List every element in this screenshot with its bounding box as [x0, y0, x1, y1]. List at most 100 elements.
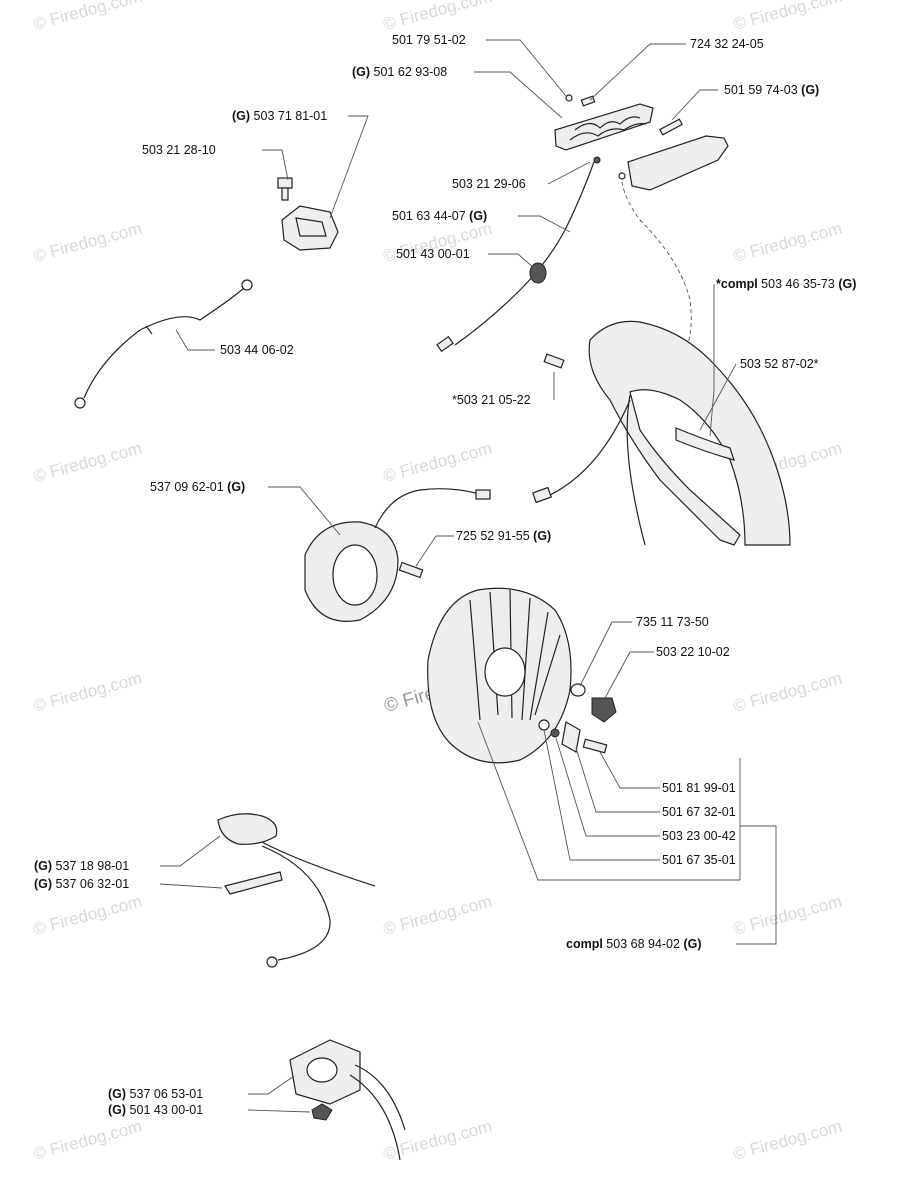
- leader: [474, 71, 563, 119]
- leader: [575, 747, 660, 813]
- cable-drawing: [74, 279, 253, 409]
- watermark: © Firedog.com: [731, 892, 844, 939]
- watermark: © Firedog.com: [31, 892, 144, 939]
- label-537-18-98-01: (G) 537 18 98-01: [34, 859, 129, 873]
- washer: [538, 719, 550, 731]
- label-503-46-35-73: *compl 503 46 35-73 (G): [716, 277, 856, 291]
- washer: [618, 172, 626, 180]
- module-wire: [354, 1064, 406, 1131]
- generator-body: [217, 813, 278, 845]
- washer: [570, 683, 586, 697]
- watermark-layer: © Firedog.com © Firedog.com © Firedog.co…: [31, 0, 844, 1164]
- wire-connector: [532, 486, 552, 504]
- label-501-67-32-01: 501 67 32-01: [662, 805, 736, 819]
- label-503-21-28-10: 503 21 28-10: [142, 143, 216, 157]
- flywheel-drawing: [427, 587, 617, 764]
- label-503-44-06-02: 503 44 06-02: [220, 343, 294, 357]
- washer: [565, 94, 573, 102]
- shield-slots: [569, 123, 647, 141]
- label-501-67-35-01: 501 67 35-01: [662, 853, 736, 867]
- label-503-21-05-22: *503 21 05-22: [452, 393, 531, 407]
- label-503-22-10-02: 503 22 10-02: [656, 645, 730, 659]
- label-501-62-93-08: (G) 501 62 93-08: [352, 65, 447, 79]
- label-725-52-91-55: 725 52 91-55 (G): [456, 529, 551, 543]
- cable-wire: [83, 287, 245, 399]
- pawl: [561, 721, 581, 753]
- leader: [262, 149, 289, 181]
- label-503-71-81-01: (G) 503 71 81-01: [232, 109, 327, 123]
- leader: [486, 39, 567, 97]
- cover-plate: [627, 135, 729, 191]
- module-bore: [332, 544, 378, 606]
- leader: [589, 43, 686, 101]
- leader: [547, 161, 591, 185]
- leader: [736, 825, 777, 945]
- watermark: © Firedog.com: [381, 0, 494, 34]
- module-screw: [398, 561, 424, 579]
- terminal-nut: [593, 156, 601, 164]
- switch-drawing: [277, 177, 339, 251]
- flywheel-hub: [484, 647, 526, 697]
- label-503-23-00-42: 503 23 00-42: [662, 829, 736, 843]
- leader: [579, 621, 632, 687]
- leader: [159, 883, 223, 889]
- watermark: © Firedog.com: [31, 0, 144, 34]
- shield-slots: [574, 116, 641, 131]
- watermark: © Firedog.com: [381, 439, 494, 486]
- label-503-68-94-02: compl 503 68 94-02 (G): [566, 937, 702, 951]
- leader: [699, 363, 737, 431]
- handle-drawing: [532, 320, 791, 546]
- plate: [224, 871, 283, 895]
- leader-lines: [159, 39, 777, 1113]
- bolt: [582, 738, 608, 754]
- watermark: © Firedog.com: [381, 1117, 494, 1164]
- leader: [160, 835, 221, 867]
- leader: [671, 89, 718, 121]
- watermark: © Firedog.com: [731, 0, 844, 34]
- leader: [518, 215, 571, 233]
- label-501-63-44-07: 501 63 44-07 (G): [392, 209, 487, 223]
- leader: [268, 486, 341, 536]
- handle-bar: [588, 320, 791, 546]
- leader: [248, 1075, 295, 1095]
- label-501-43-00-01-b: (G) 501 43 00-01: [108, 1103, 203, 1117]
- bottom-module-drawing: [289, 1039, 406, 1161]
- watermark: © Firedog.com: [731, 219, 844, 266]
- cable-ring-terminal: [74, 397, 86, 409]
- label-503-52-87-02: 503 52 87-02*: [740, 357, 819, 371]
- screw-shank: [281, 187, 289, 201]
- throttle-wire: [626, 394, 646, 546]
- label-724-32-24-05: 724 32 24-05: [690, 37, 764, 51]
- module-wire: [374, 488, 481, 529]
- label-501-79-51-02: 501 79 51-02: [392, 33, 466, 47]
- label-501-59-74-03: 501 59 74-03 (G): [724, 83, 819, 97]
- leader: [415, 535, 454, 567]
- spark-boot: [436, 335, 454, 353]
- watermark: © Firedog.com: [31, 669, 144, 716]
- spring: [550, 728, 560, 738]
- module-terminal: [475, 489, 491, 500]
- module-wire: [349, 1074, 401, 1161]
- grommet: [529, 262, 547, 284]
- leader: [543, 729, 660, 861]
- leader: [603, 651, 654, 701]
- leader: [477, 721, 740, 881]
- cable-tie: [145, 325, 153, 335]
- nut: [311, 1103, 333, 1121]
- pin: [659, 118, 683, 136]
- label-537-09-62-01: 537 09 62-01 (G): [150, 480, 245, 494]
- label-501-81-99-01: 501 81 99-01: [662, 781, 736, 795]
- part-labels: 501 79 51-02 724 32 24-05 (G) 501 62 93-…: [34, 33, 856, 1117]
- watermark: © Firedog.com: [31, 219, 144, 266]
- nut: [591, 697, 617, 723]
- label-501-43-00-01: 501 43 00-01: [396, 247, 470, 261]
- module-hole: [306, 1057, 338, 1083]
- throttle-wire: [549, 399, 631, 496]
- watermark: © Firedog.com: [31, 439, 144, 486]
- generator-wire: [261, 845, 331, 961]
- leader: [329, 115, 369, 219]
- label-735-11-73-50: 735 11 73-50: [636, 615, 709, 629]
- watermark: © Firedog.com: [731, 669, 844, 716]
- buffer-spring: [675, 427, 735, 461]
